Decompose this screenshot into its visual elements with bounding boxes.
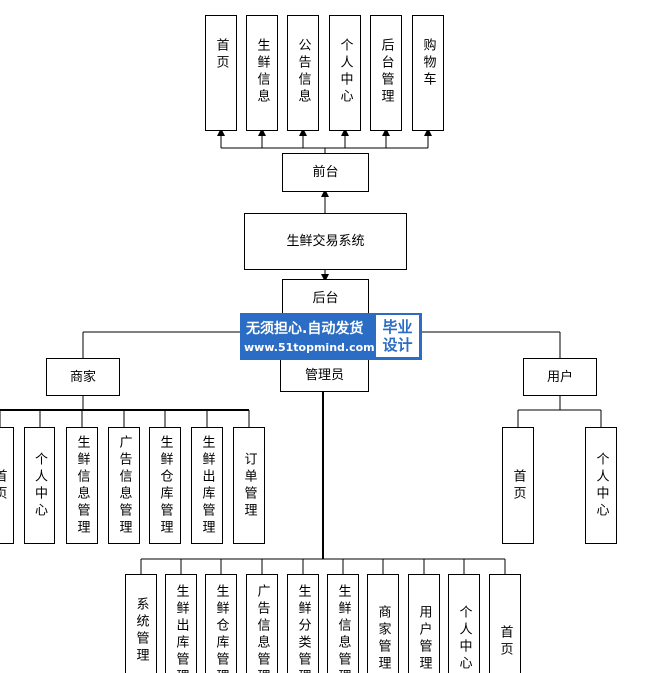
admin-item-outbound-management: 生鲜出库管理 — [165, 574, 197, 673]
merchant-node: 商家 — [46, 358, 120, 396]
frontend-item-cart: 购物车 — [412, 15, 444, 131]
merchant-item-warehouse-management: 生鲜仓库管理 — [149, 427, 181, 544]
frontend-node: 前台 — [282, 153, 369, 192]
user-item-personal-center: 个人中心 — [585, 427, 617, 544]
watermark-badge: 毕业 设计 — [376, 315, 419, 357]
user-item-home: 首页 — [502, 427, 534, 544]
frontend-item-home: 首页 — [205, 15, 237, 131]
watermark-url: www.51topmind.com — [244, 341, 375, 354]
admin-item-system-management: 系统管理 — [125, 574, 157, 673]
merchant-item-home: 首页 — [0, 427, 14, 544]
merchant-item-ad-management: 广告信息管理 — [108, 427, 140, 544]
backend-node: 后台 — [282, 279, 369, 318]
admin-item-user-management: 用户管理 — [408, 574, 440, 673]
merchant-item-order-management: 订单管理 — [233, 427, 265, 544]
admin-item-personal-center: 个人中心 — [448, 574, 480, 673]
admin-item-ad-management: 广告信息管理 — [246, 574, 278, 673]
system-node: 生鲜交易系统 — [244, 213, 407, 270]
admin-item-home: 首页 — [489, 574, 521, 673]
frontend-item-notice-info: 公告信息 — [287, 15, 319, 131]
frontend-item-backend-admin: 后台管理 — [370, 15, 402, 131]
frontend-item-personal-center: 个人中心 — [329, 15, 361, 131]
admin-item-merchant-management: 商家管理 — [367, 574, 399, 673]
admin-item-warehouse-management: 生鲜仓库管理 — [205, 574, 237, 673]
frontend-item-product-info: 生鲜信息 — [246, 15, 278, 131]
watermark-banner: 无须担心.自动发货 www.51topmind.com 毕业 设计 — [240, 313, 422, 360]
merchant-item-personal-center: 个人中心 — [24, 427, 55, 544]
watermark-badge-line2: 设计 — [382, 336, 413, 354]
merchant-item-outbound-management: 生鲜出库管理 — [191, 427, 223, 544]
watermark-badge-line1: 毕业 — [382, 318, 413, 336]
admin-item-product-management: 生鲜信息管理 — [327, 574, 359, 673]
user-node: 用户 — [523, 358, 597, 396]
watermark-slogan: 无须担心.自动发货 — [246, 321, 364, 337]
admin-item-category-management: 生鲜分类管理 — [287, 574, 319, 673]
merchant-item-product-management: 生鲜信息管理 — [66, 427, 98, 544]
